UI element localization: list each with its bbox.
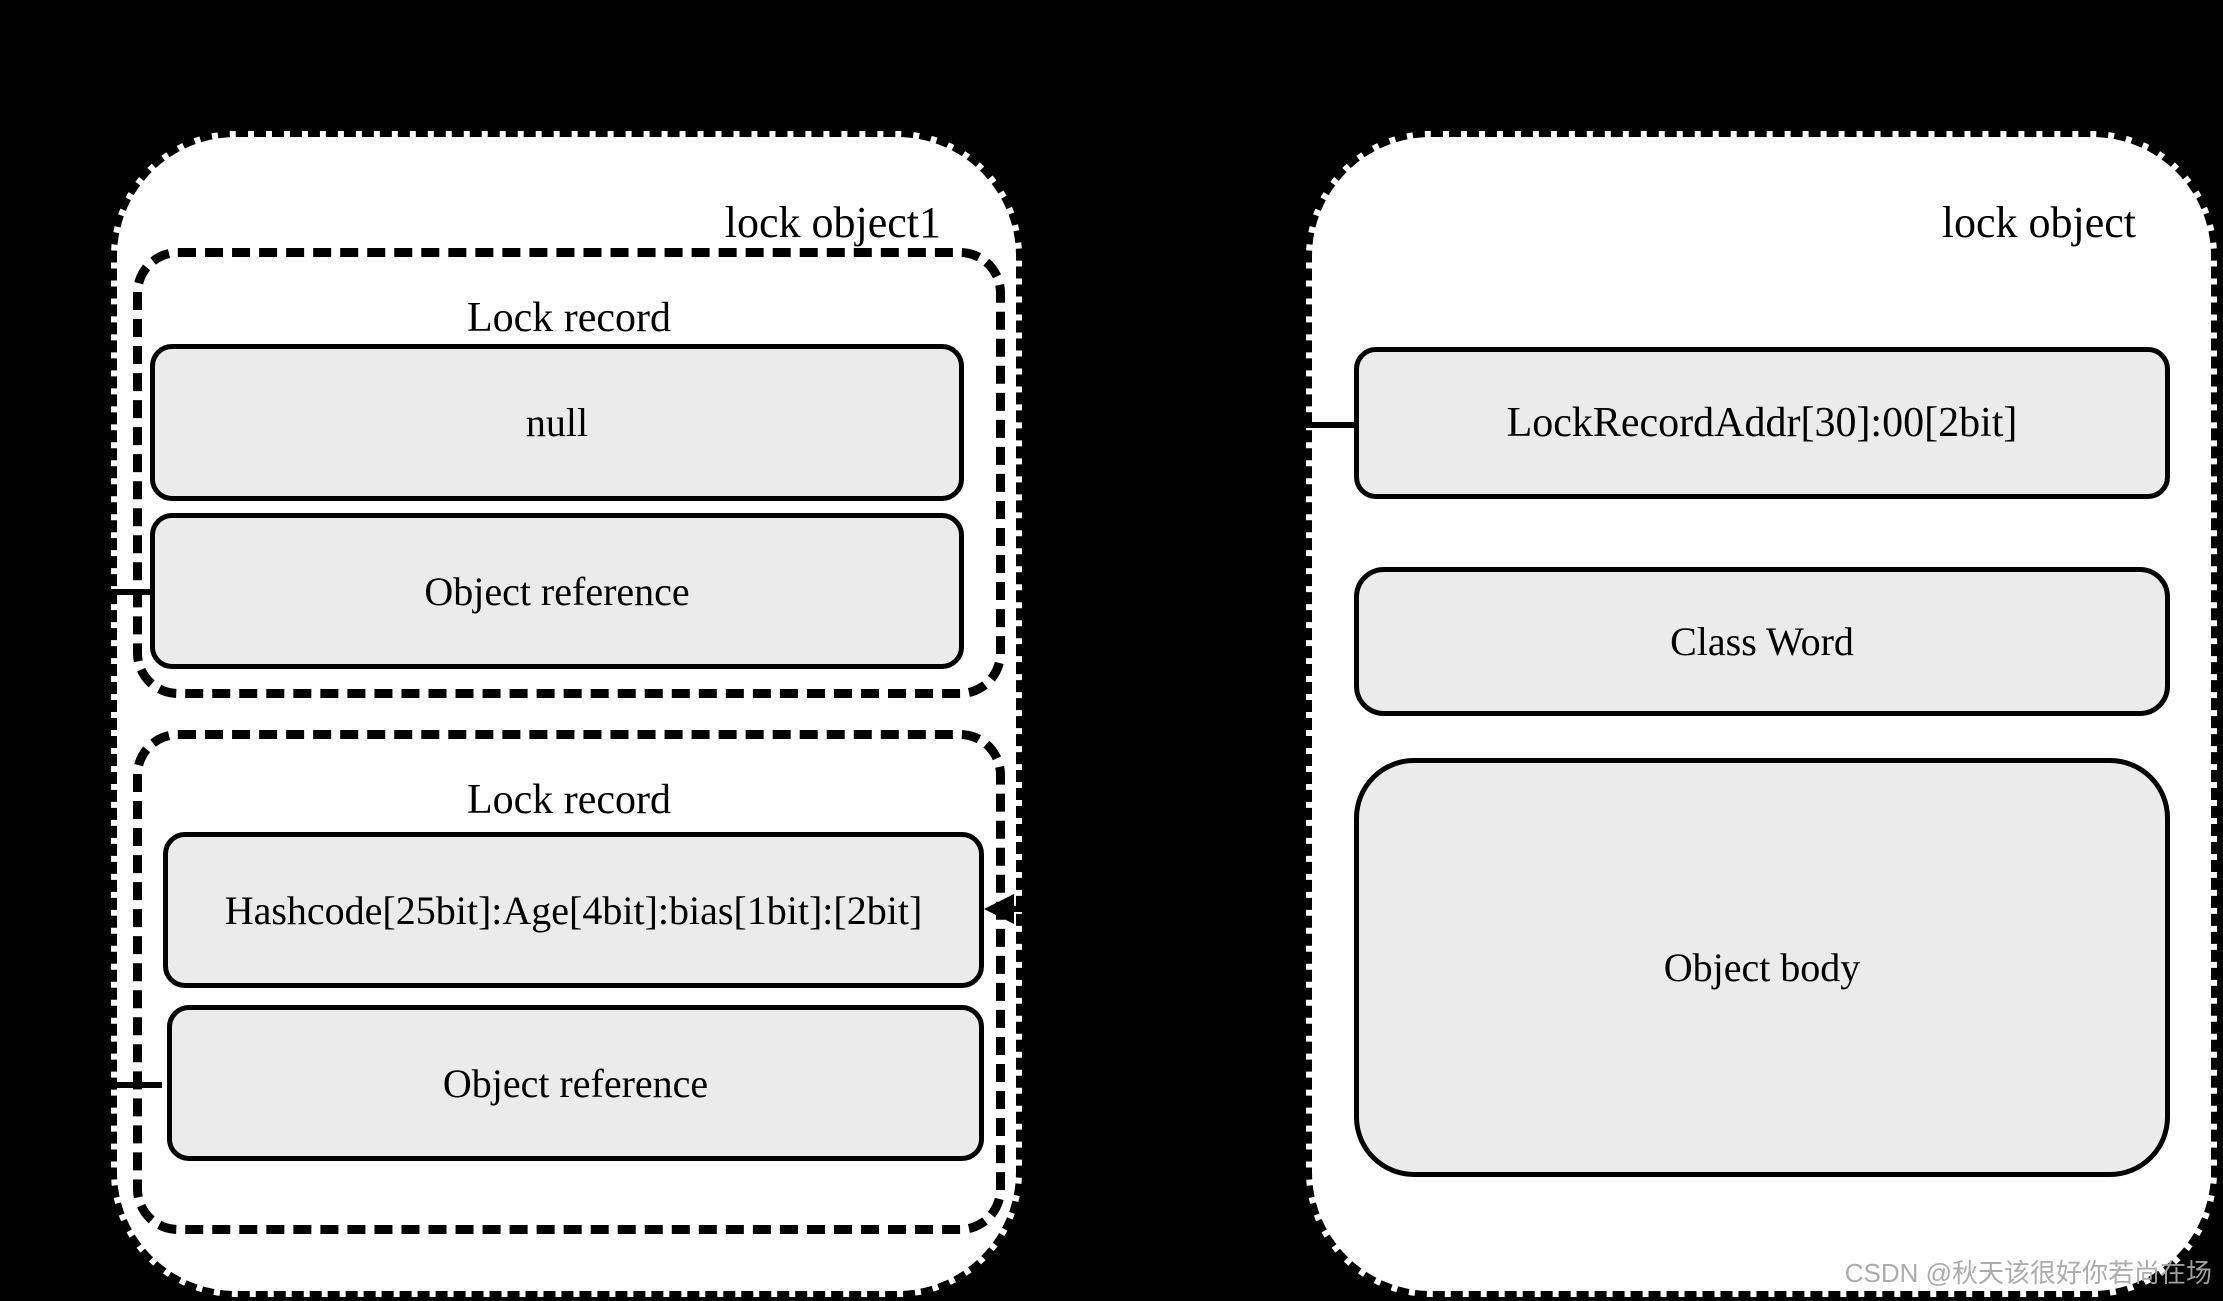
- connector-stub-object-reference-2: [110, 1082, 162, 1088]
- lock-object-title: lock object: [1941, 198, 2136, 247]
- connector-stub-markword: [1306, 422, 1356, 428]
- class-word-slot: Class Word: [1354, 567, 2170, 716]
- lock-object1-title: lock object1: [724, 198, 941, 247]
- displaced-markword-slot-null: null: [150, 344, 964, 501]
- object-reference-slot-2: Object reference: [167, 1005, 984, 1161]
- displaced-markword-slot-hashcode: Hashcode[25bit]:Age[4bit]:bias[1bit]:[2b…: [163, 832, 984, 988]
- lock-record-group-1: Lock record null Object reference: [133, 248, 1005, 698]
- object-body-slot: Object body: [1354, 758, 2170, 1177]
- connector-stub-object-reference-1: [110, 589, 152, 595]
- lock-record-group-2: Lock record Hashcode[25bit]:Age[4bit]:bi…: [133, 730, 1005, 1234]
- lock-record-label-2: Lock record: [466, 777, 672, 823]
- lock-object-container: lock object LockRecordAddr[30]:00[2bit] …: [1306, 131, 2217, 1297]
- lock-record-label-1: Lock record: [466, 295, 672, 341]
- object-reference-slot-1: Object reference: [150, 513, 964, 669]
- watermark-text: CSDN @秋天该很好你若尚在场: [1844, 1258, 2212, 1288]
- markword-slot: LockRecordAddr[30]:00[2bit]: [1354, 347, 2170, 499]
- lock-object1-container: lock object1 Lock record null Object ref…: [111, 131, 1022, 1297]
- arrow-left-icon: [984, 894, 1014, 924]
